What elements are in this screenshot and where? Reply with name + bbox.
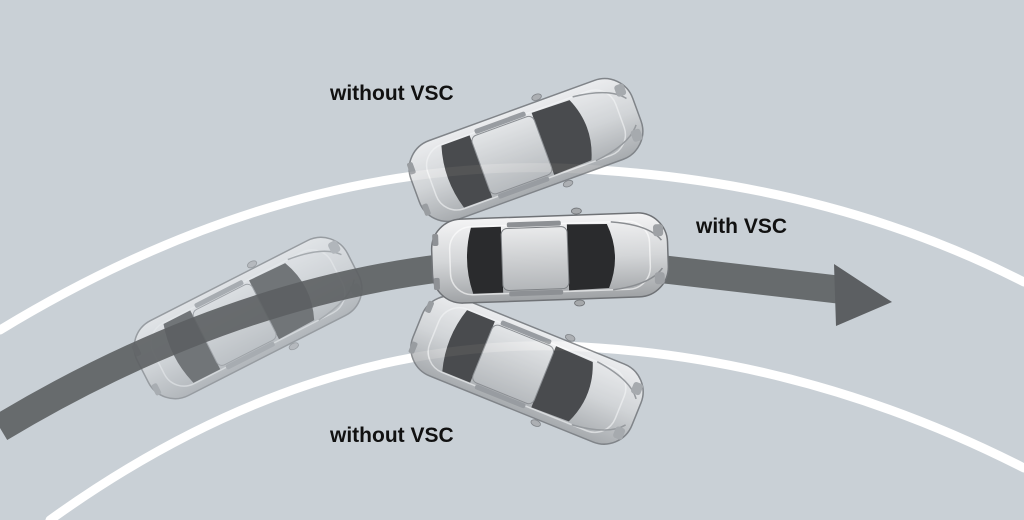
label-without-vsc-bottom: without VSC <box>330 424 454 447</box>
car-with-vsc-icon <box>429 204 671 312</box>
label-without-vsc-top: without VSC <box>330 82 454 105</box>
label-with-vsc: with VSC <box>696 215 788 238</box>
